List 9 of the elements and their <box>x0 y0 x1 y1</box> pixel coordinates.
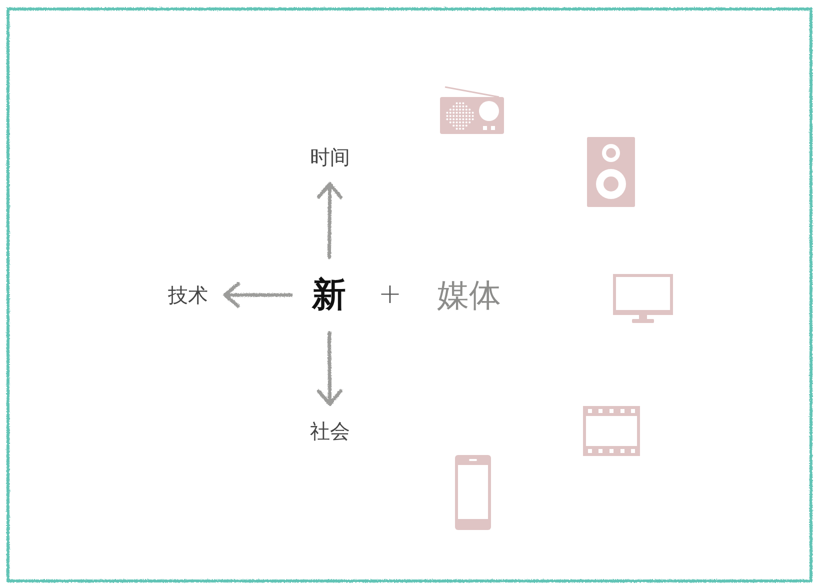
arrow <box>223 282 293 308</box>
arrow <box>316 182 342 259</box>
arrow <box>316 331 342 406</box>
direction-label: 社会 <box>302 413 358 449</box>
plus-sign: + <box>378 280 402 308</box>
main-word: 新 <box>300 266 358 324</box>
media-word: 媒体 <box>429 271 509 319</box>
direction-label: 技术 <box>160 277 216 313</box>
direction-label: 时间 <box>302 139 358 175</box>
